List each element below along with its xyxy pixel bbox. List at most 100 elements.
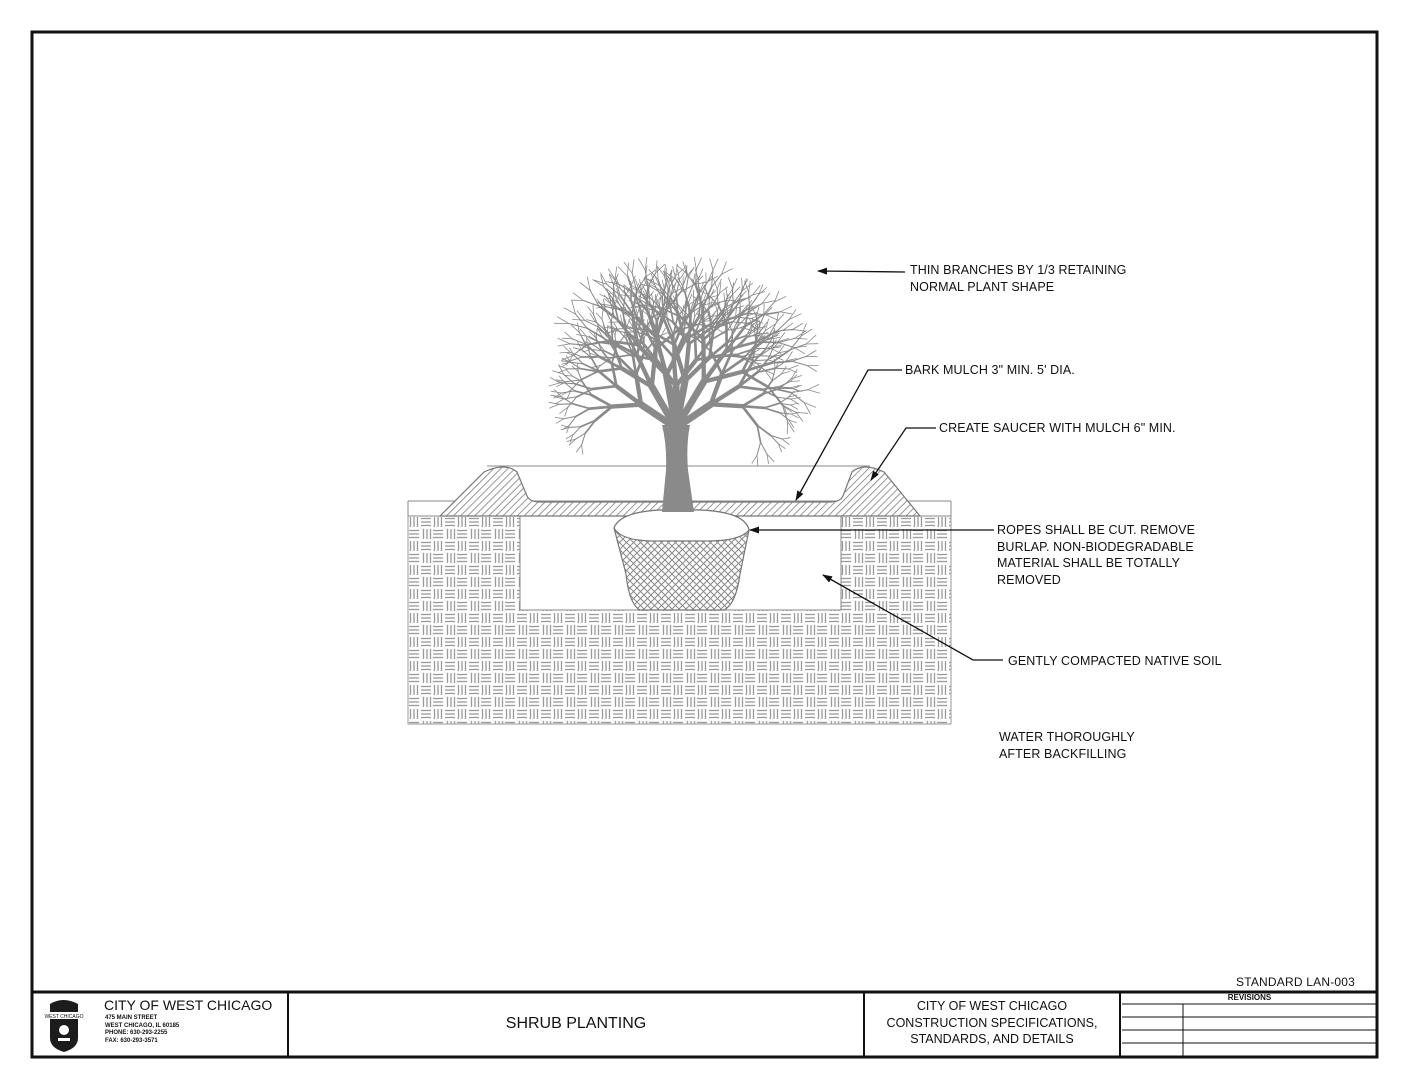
branch (584, 319, 600, 328)
branch (573, 355, 584, 365)
tree-branches (548, 256, 821, 467)
branch (601, 318, 607, 331)
branch (634, 304, 638, 315)
branch (579, 370, 599, 381)
branch (672, 295, 679, 306)
branch (708, 288, 715, 300)
branch (561, 354, 574, 361)
branch (636, 304, 641, 315)
branch (741, 344, 756, 361)
branch (634, 352, 654, 389)
branch (655, 260, 658, 274)
branch (758, 284, 764, 296)
branch (684, 276, 689, 295)
branch (579, 419, 597, 428)
branch (702, 320, 711, 335)
branch (578, 331, 587, 345)
branch (741, 277, 743, 289)
branch (768, 329, 785, 336)
branch (760, 441, 768, 455)
branch (790, 389, 809, 394)
branch (708, 310, 712, 321)
branch (701, 310, 704, 322)
branch (592, 303, 594, 315)
branch (591, 343, 603, 351)
branch (770, 434, 783, 440)
branch (712, 292, 721, 306)
address-line: 475 MAIN STREET (105, 1015, 158, 1021)
branch (614, 299, 624, 310)
branch (720, 358, 744, 376)
branch (790, 369, 798, 380)
branch (764, 369, 772, 380)
branch (582, 349, 592, 353)
address-line: PHONE: 630-293-2255 (105, 1030, 168, 1037)
branch (794, 337, 808, 340)
branch (800, 328, 813, 337)
branch (764, 323, 776, 332)
branch (559, 382, 576, 385)
branch (600, 272, 608, 285)
branch (596, 367, 624, 373)
branch (586, 319, 596, 323)
branch (768, 336, 781, 340)
branch (806, 365, 817, 372)
branch (671, 277, 673, 289)
branch (736, 315, 749, 327)
branch (790, 404, 799, 410)
branch (619, 287, 632, 301)
branch (561, 389, 572, 396)
branch (755, 330, 766, 344)
city-seal-icon: WEST CHICAGO (44, 1000, 84, 1052)
branch (566, 424, 570, 434)
branch (738, 307, 741, 320)
branch (575, 407, 591, 418)
branch (789, 335, 802, 351)
branch (597, 328, 607, 335)
branch (629, 353, 658, 362)
branch (685, 334, 699, 340)
branch (748, 280, 751, 293)
branch (789, 343, 807, 351)
branch (778, 402, 791, 406)
branch (592, 338, 602, 344)
note-water: WATER THOROUGHLY AFTER BACKFILLING (999, 730, 1135, 761)
branch (576, 310, 585, 321)
branch (635, 315, 652, 332)
branch (697, 338, 712, 353)
branch (644, 256, 648, 271)
branch (628, 319, 633, 327)
branch (566, 389, 572, 401)
branch (564, 331, 573, 340)
branch (643, 276, 652, 288)
revisions-label: REVISIONS (1227, 993, 1272, 1002)
branch (571, 324, 580, 333)
branch (599, 293, 611, 300)
branch (598, 356, 613, 359)
branch (779, 378, 792, 389)
branch (563, 307, 576, 315)
branch (639, 283, 652, 288)
branch (581, 349, 592, 358)
branch (635, 291, 649, 297)
branch (675, 278, 681, 295)
branch (722, 302, 726, 318)
branch (761, 387, 781, 396)
branch (682, 261, 687, 274)
branch (660, 290, 671, 304)
branch (779, 412, 792, 415)
drawing-title: SHRUB PLANTING (505, 1015, 647, 1032)
branch (590, 348, 605, 352)
branch (601, 309, 604, 320)
branch (771, 373, 783, 382)
branch (678, 304, 690, 317)
branch (584, 343, 601, 358)
branch (613, 342, 639, 357)
branch (771, 368, 776, 382)
branch (779, 305, 793, 313)
branch (649, 316, 657, 328)
branch (753, 334, 771, 349)
branch (792, 388, 803, 392)
branch (644, 333, 661, 343)
branch (676, 269, 680, 280)
